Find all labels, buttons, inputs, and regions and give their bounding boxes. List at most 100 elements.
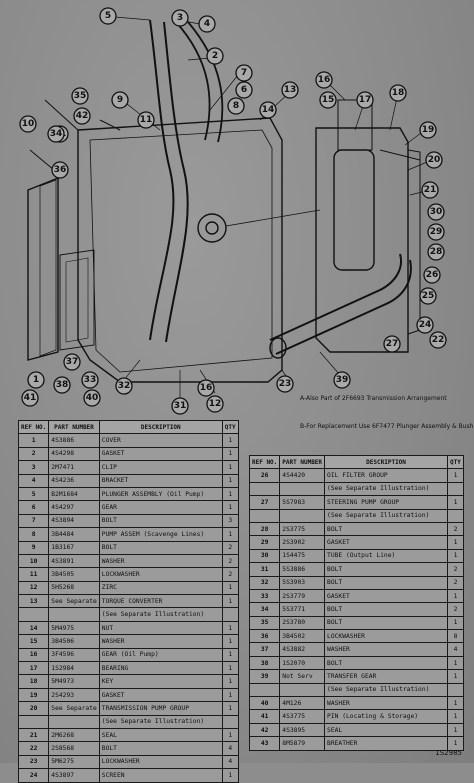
arrangement-note: A-Also Part of 2F6693 Transmission Arran…: [300, 395, 447, 402]
cell-part-number: 2S3779: [279, 588, 326, 604]
cell-description: PIN (Locating & Storage): [324, 709, 449, 724]
callout-21: 21: [421, 181, 439, 199]
cell-ref: 15: [17, 634, 50, 649]
callout-24: 24: [416, 316, 434, 334]
callout-32: 32: [115, 377, 133, 395]
cell-part-number: 1B3167: [48, 540, 100, 555]
cell-description: PLUNGER ASSEMBLY (Oil Pump): [98, 486, 223, 502]
cell-description: STEERING PUMP GROUP: [324, 495, 449, 510]
cell-part-number: 3F4596: [48, 647, 100, 663]
cell-description: BOLT: [324, 615, 449, 631]
cell-part-number: See Separate: [48, 594, 100, 609]
cell-part-number: 4M126: [279, 696, 326, 711]
cell-ref: 35: [248, 615, 281, 631]
cell-ref: 32: [248, 575, 281, 590]
callout-41: 41: [21, 389, 39, 407]
cell-description: BOLT: [324, 521, 449, 537]
cell-qty: 3: [221, 513, 239, 529]
svg-text:16: 16: [200, 383, 213, 393]
cell-qty: 1: [221, 460, 239, 475]
cell-description: BEARING: [98, 661, 223, 676]
callout-35: 35: [71, 87, 89, 105]
cell-qty: 1: [221, 768, 239, 783]
cell-part-number: [279, 682, 326, 698]
cell-part-number: 4S3891: [48, 553, 100, 569]
cell-description: GASKET: [324, 588, 449, 604]
cell-part-number: 1S4475: [279, 548, 326, 564]
cell-part-number: 5S3886: [279, 562, 326, 577]
table-row: (See Separate Illustration): [248, 481, 464, 497]
exploded-diagram: 5 3 4 2 7 6 8 9 13 16 15 14 17 18 19 10 …: [19, 7, 447, 415]
cell-ref: 31: [248, 562, 281, 577]
svg-text:21: 21: [424, 185, 437, 195]
filter-housing: [315, 127, 409, 353]
cell-description: SEAL: [324, 722, 449, 738]
cell-description: KEY: [98, 674, 223, 689]
cell-part-number: [279, 481, 326, 497]
callout-12: 12: [206, 395, 224, 413]
callout-9: 9: [111, 91, 129, 109]
cell-qty: 2: [221, 567, 239, 582]
table-row: (See Separate Illustration): [17, 607, 239, 622]
callout-13: 13: [281, 81, 299, 99]
callout-42: 42: [73, 107, 91, 125]
cell-ref: 41: [248, 709, 281, 724]
cell-part-number: 5M6275: [48, 754, 100, 770]
cell-ref: 23: [17, 754, 50, 770]
cell-description: OIL FILTER GROUP: [324, 468, 449, 483]
callout-5: 5: [99, 7, 117, 25]
cell-description: BOLT: [98, 741, 223, 756]
cell-part-number: Not Serv: [279, 669, 326, 684]
table-row: (See Separate Illustration): [248, 508, 464, 523]
cell-ref: 26: [248, 468, 281, 483]
cell-qty: [447, 481, 464, 497]
cell-qty: 2: [447, 521, 464, 537]
cell-qty: 1: [221, 661, 239, 676]
cell-part-number: [279, 508, 326, 523]
svg-text:34: 34: [50, 129, 63, 139]
cell-description: BOLT: [324, 575, 449, 590]
cell-ref: 29: [248, 535, 281, 550]
callout-15: 15: [319, 91, 337, 109]
cell-part-number: 5S3903: [279, 575, 326, 590]
callout-8: 8: [227, 97, 245, 115]
cell-part-number: 3B4505: [48, 567, 100, 582]
header-ref: REF NO.: [17, 419, 50, 435]
cell-description: TUBE (Output Line): [324, 548, 449, 564]
cell-description: ZIRC: [98, 580, 223, 596]
cell-qty: 1: [221, 701, 239, 716]
cell-description: BOLT: [324, 562, 449, 577]
svg-text:5: 5: [105, 11, 111, 21]
header-description: DESCRIPTION: [324, 454, 449, 470]
hose-outer: [149, 19, 175, 341]
cell-part-number: 2S3775: [279, 521, 326, 537]
cell-ref: 13: [17, 594, 50, 609]
cell-ref: [248, 508, 281, 523]
svg-text:1: 1: [33, 375, 39, 385]
cell-ref: 28: [248, 521, 281, 537]
svg-text:33: 33: [84, 375, 97, 385]
svg-text:2: 2: [212, 51, 218, 61]
cell-description: SEAL: [98, 727, 223, 743]
cell-qty: 1: [447, 709, 464, 724]
cell-ref: 4: [17, 473, 50, 488]
cell-part-number: 4S3894: [48, 513, 100, 529]
svg-text:23: 23: [279, 379, 292, 389]
cell-qty: [221, 607, 239, 622]
cell-qty: 1: [221, 527, 239, 542]
